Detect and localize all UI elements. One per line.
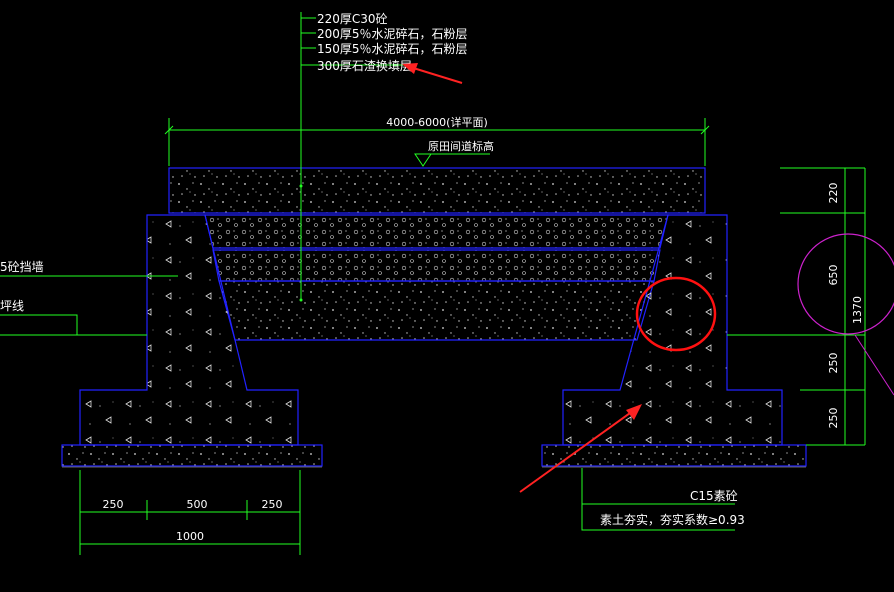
right-dimensions	[780, 167, 866, 446]
dim-250-a: 250	[827, 353, 840, 374]
red-arrow-bottom-head	[626, 404, 642, 420]
base-dim-total: 1000	[176, 530, 204, 543]
elevation-label: 原田间道标高	[428, 139, 494, 153]
material-label: C15素砼	[690, 489, 738, 503]
width-dimension	[164, 118, 710, 166]
right-base-slab	[541, 444, 807, 467]
elevation-triangle-icon	[414, 153, 432, 167]
left-wall-label: 5砼挡墙	[0, 260, 44, 274]
base-dim-250-left: 250	[103, 498, 124, 511]
base-dim-250-right: 250	[262, 498, 283, 511]
layer-leader-ticks	[301, 17, 410, 66]
base-dimensions	[79, 470, 301, 555]
pavement-layer	[168, 167, 706, 214]
magenta-circle	[797, 233, 894, 335]
left-base-slab	[61, 444, 323, 467]
leader-dot	[299, 184, 303, 188]
material-leader	[581, 468, 735, 531]
layer-label-3: 150厚5％水泥碎石，石粉层	[317, 41, 468, 56]
left-line-leader	[0, 314, 78, 335]
layer-label-1: 220厚C30砼	[317, 12, 388, 26]
leader-dot-bottom	[299, 298, 303, 302]
base-dim-500: 500	[187, 498, 208, 511]
left-line-label: 坪线	[0, 299, 24, 313]
dim-220: 220	[827, 183, 840, 204]
width-dimension-text: 4000-6000(详平面)	[386, 115, 488, 129]
red-arrow-bottom	[519, 407, 638, 493]
dim-650: 650	[827, 265, 840, 286]
gravel-layer-1	[204, 214, 669, 249]
red-arrow-top	[409, 66, 463, 84]
red-arrow-top-head	[402, 63, 418, 74]
layer-label-2: 200厚5％水泥碎石，石粉层	[317, 26, 468, 41]
magenta-line	[854, 334, 894, 396]
layer-label-4: 300厚石渣换填层	[317, 59, 412, 73]
dim-250-b: 250	[827, 408, 840, 429]
compaction-label: 素土夯实，夯实系数≥0.93	[600, 512, 745, 527]
dim-1370: 1370	[851, 296, 864, 324]
highlight-circle	[635, 276, 717, 352]
gravel-layer-2	[212, 249, 661, 282]
fill-layer	[218, 280, 655, 341]
